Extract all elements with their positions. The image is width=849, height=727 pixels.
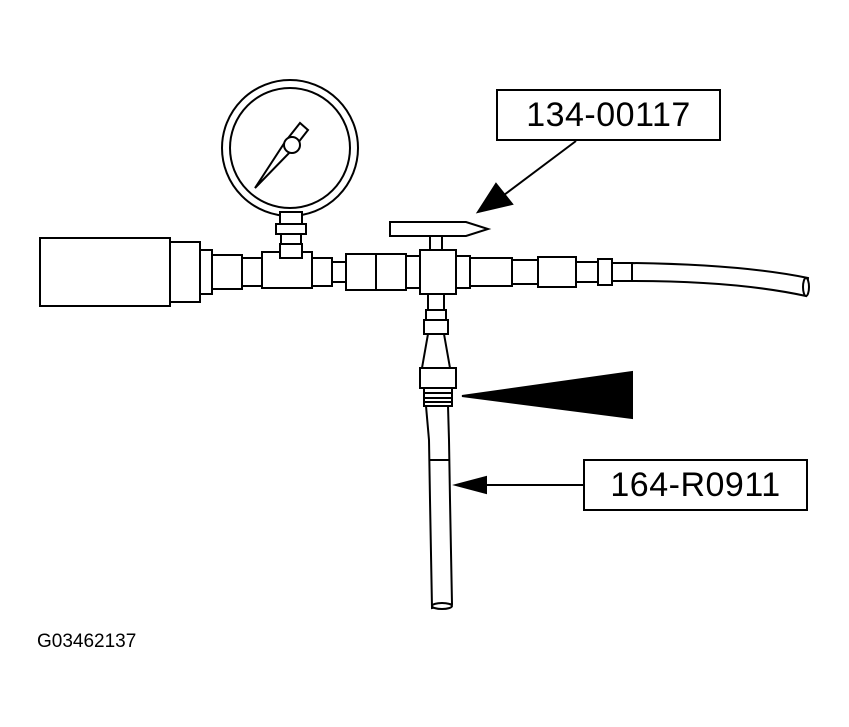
vertical-branch xyxy=(419,293,457,407)
main-manifold xyxy=(241,243,633,295)
valve-part-label: 134-00117 xyxy=(496,89,721,141)
valve-handle xyxy=(389,221,492,251)
big-pointer-arrow xyxy=(461,370,633,420)
test-hose xyxy=(424,405,454,610)
outlet-hose xyxy=(631,261,810,298)
figure-id: G03462137 xyxy=(37,631,137,652)
arrow-to-hose xyxy=(452,475,583,495)
pressure-gauge xyxy=(221,79,359,247)
hose-part-label: 164-R0911 xyxy=(583,459,808,511)
arrow-to-valve xyxy=(475,140,577,214)
pump-cylinder xyxy=(39,237,243,307)
